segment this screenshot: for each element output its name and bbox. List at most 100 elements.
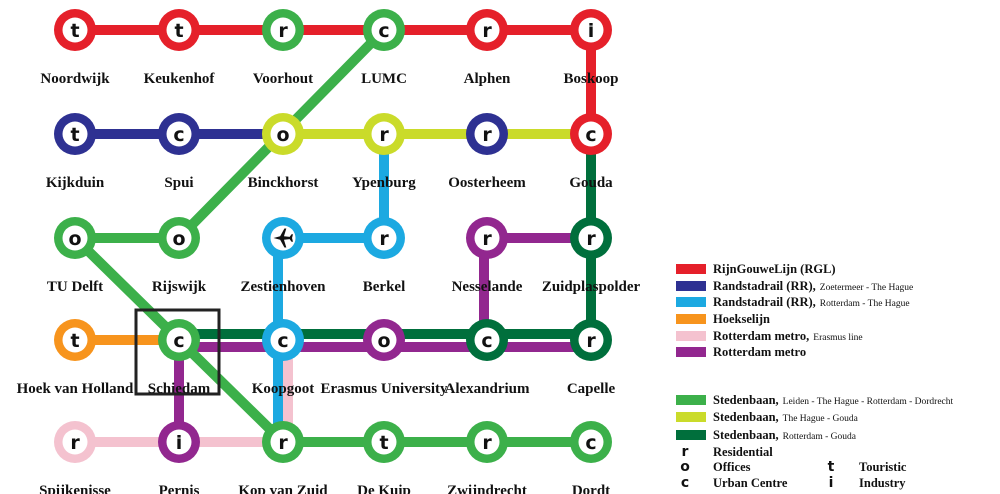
legend-swatch bbox=[676, 281, 706, 291]
station-tudelft[interactable]: o TU Delft bbox=[47, 217, 103, 295]
legend-type-label: Industry bbox=[859, 476, 906, 490]
station-type-glyph: o bbox=[68, 228, 81, 250]
station-core bbox=[371, 17, 397, 43]
station-label: Boskoop bbox=[563, 71, 618, 87]
station-core bbox=[166, 429, 192, 455]
legend: RijnGouweLijn (RGL) Randstadrail (RR), Zoe… bbox=[676, 262, 954, 491]
station-label: Zwijndrecht bbox=[447, 483, 527, 494]
station-core bbox=[270, 327, 296, 353]
legend-label: Rotterdam metro, Erasmus line bbox=[713, 329, 863, 343]
station-core bbox=[270, 17, 296, 43]
legend-type-key: c bbox=[681, 475, 689, 491]
station-core bbox=[270, 121, 296, 147]
legend-label: Hoekselijn bbox=[713, 312, 770, 326]
legend-name: Randstadrail (RR), bbox=[713, 279, 816, 293]
station-type-glyph: r bbox=[482, 228, 492, 250]
station-label: Berkel bbox=[363, 279, 406, 295]
legend-swatch bbox=[676, 395, 706, 405]
legend-name: Rotterdam metro, bbox=[713, 329, 809, 343]
station-label: Gouda bbox=[569, 175, 613, 191]
station-type-glyph: t bbox=[70, 330, 79, 352]
station-label: Oosterheem bbox=[448, 175, 526, 191]
legend-item: Rotterdam metro, Erasmus line bbox=[676, 329, 863, 343]
station-type-glyph: r bbox=[278, 432, 288, 454]
legend-type-label: Residential bbox=[713, 445, 773, 459]
legend-type-key: i bbox=[829, 475, 834, 491]
legend-note: Rotterdam - Gouda bbox=[783, 432, 857, 442]
station-label: Voorhout bbox=[253, 71, 313, 87]
station-core bbox=[578, 225, 604, 251]
legend-swatch bbox=[676, 314, 706, 324]
station-core bbox=[474, 17, 500, 43]
station-zestienhoven[interactable]: Zestienhoven bbox=[240, 217, 326, 295]
legend-item: Stedenbaan,The Hague - Gouda bbox=[676, 410, 859, 424]
station-core bbox=[578, 121, 604, 147]
legend-type-key: r bbox=[682, 444, 689, 460]
legend-label: RijnGouweLijn (RGL) bbox=[713, 262, 836, 276]
legend-type-key: o bbox=[680, 459, 690, 475]
legend-item: Stedenbaan,Rotterdam - Gouda bbox=[676, 428, 857, 442]
legend-note: Erasmus line bbox=[813, 333, 862, 343]
station-label: TU Delft bbox=[47, 279, 103, 295]
station-core bbox=[62, 225, 88, 251]
station-type-glyph: c bbox=[585, 124, 596, 146]
legend-swatch bbox=[676, 430, 706, 440]
station-type-glyph: c bbox=[481, 330, 492, 352]
legend-type-label: Urban Centre bbox=[713, 476, 788, 490]
station-label: Rijswijk bbox=[152, 279, 207, 295]
legend-item: Stedenbaan,Leiden - The Hague - Rotterda… bbox=[676, 393, 954, 407]
station-dekuip[interactable]: tDe Kuip bbox=[357, 421, 411, 494]
station-core bbox=[62, 429, 88, 455]
legend-item: Randstadrail (RR),Rotterdam - The Hague bbox=[676, 295, 910, 309]
station-core bbox=[578, 327, 604, 353]
station-label: Alphen bbox=[464, 71, 511, 87]
station-type-glyph: o bbox=[377, 330, 390, 352]
legend-label: Randstadrail (RR), Zoetermeer - The Hague bbox=[713, 279, 913, 293]
schiedam-highlight-box bbox=[134, 308, 221, 396]
station-core bbox=[166, 225, 192, 251]
station-label: Ypenburg bbox=[352, 175, 416, 191]
legend-item: Randstadrail (RR), Zoetermeer - The Hague bbox=[676, 279, 913, 293]
station-label: Kop van Zuid bbox=[238, 483, 328, 494]
legend-type-residential: r Residential bbox=[682, 444, 774, 460]
station-type-glyph: r bbox=[482, 20, 492, 42]
station-label: Pernis bbox=[159, 483, 200, 494]
legend-name: Stedenbaan, bbox=[713, 393, 779, 407]
station-label: Noordwijk bbox=[40, 71, 110, 87]
legend-label: Rotterdam metro bbox=[713, 345, 806, 359]
legend-note: The Hague - Gouda bbox=[783, 414, 859, 424]
station-type-glyph: t bbox=[70, 20, 79, 42]
airplane-icon bbox=[273, 228, 293, 248]
station-type-glyph: r bbox=[70, 432, 80, 454]
legend-note: Zoetermeer - The Hague bbox=[820, 283, 913, 293]
legend-type-key: t bbox=[828, 459, 835, 475]
station-type-glyph: t bbox=[174, 20, 183, 42]
legend-note: Rotterdam - The Hague bbox=[820, 299, 910, 309]
